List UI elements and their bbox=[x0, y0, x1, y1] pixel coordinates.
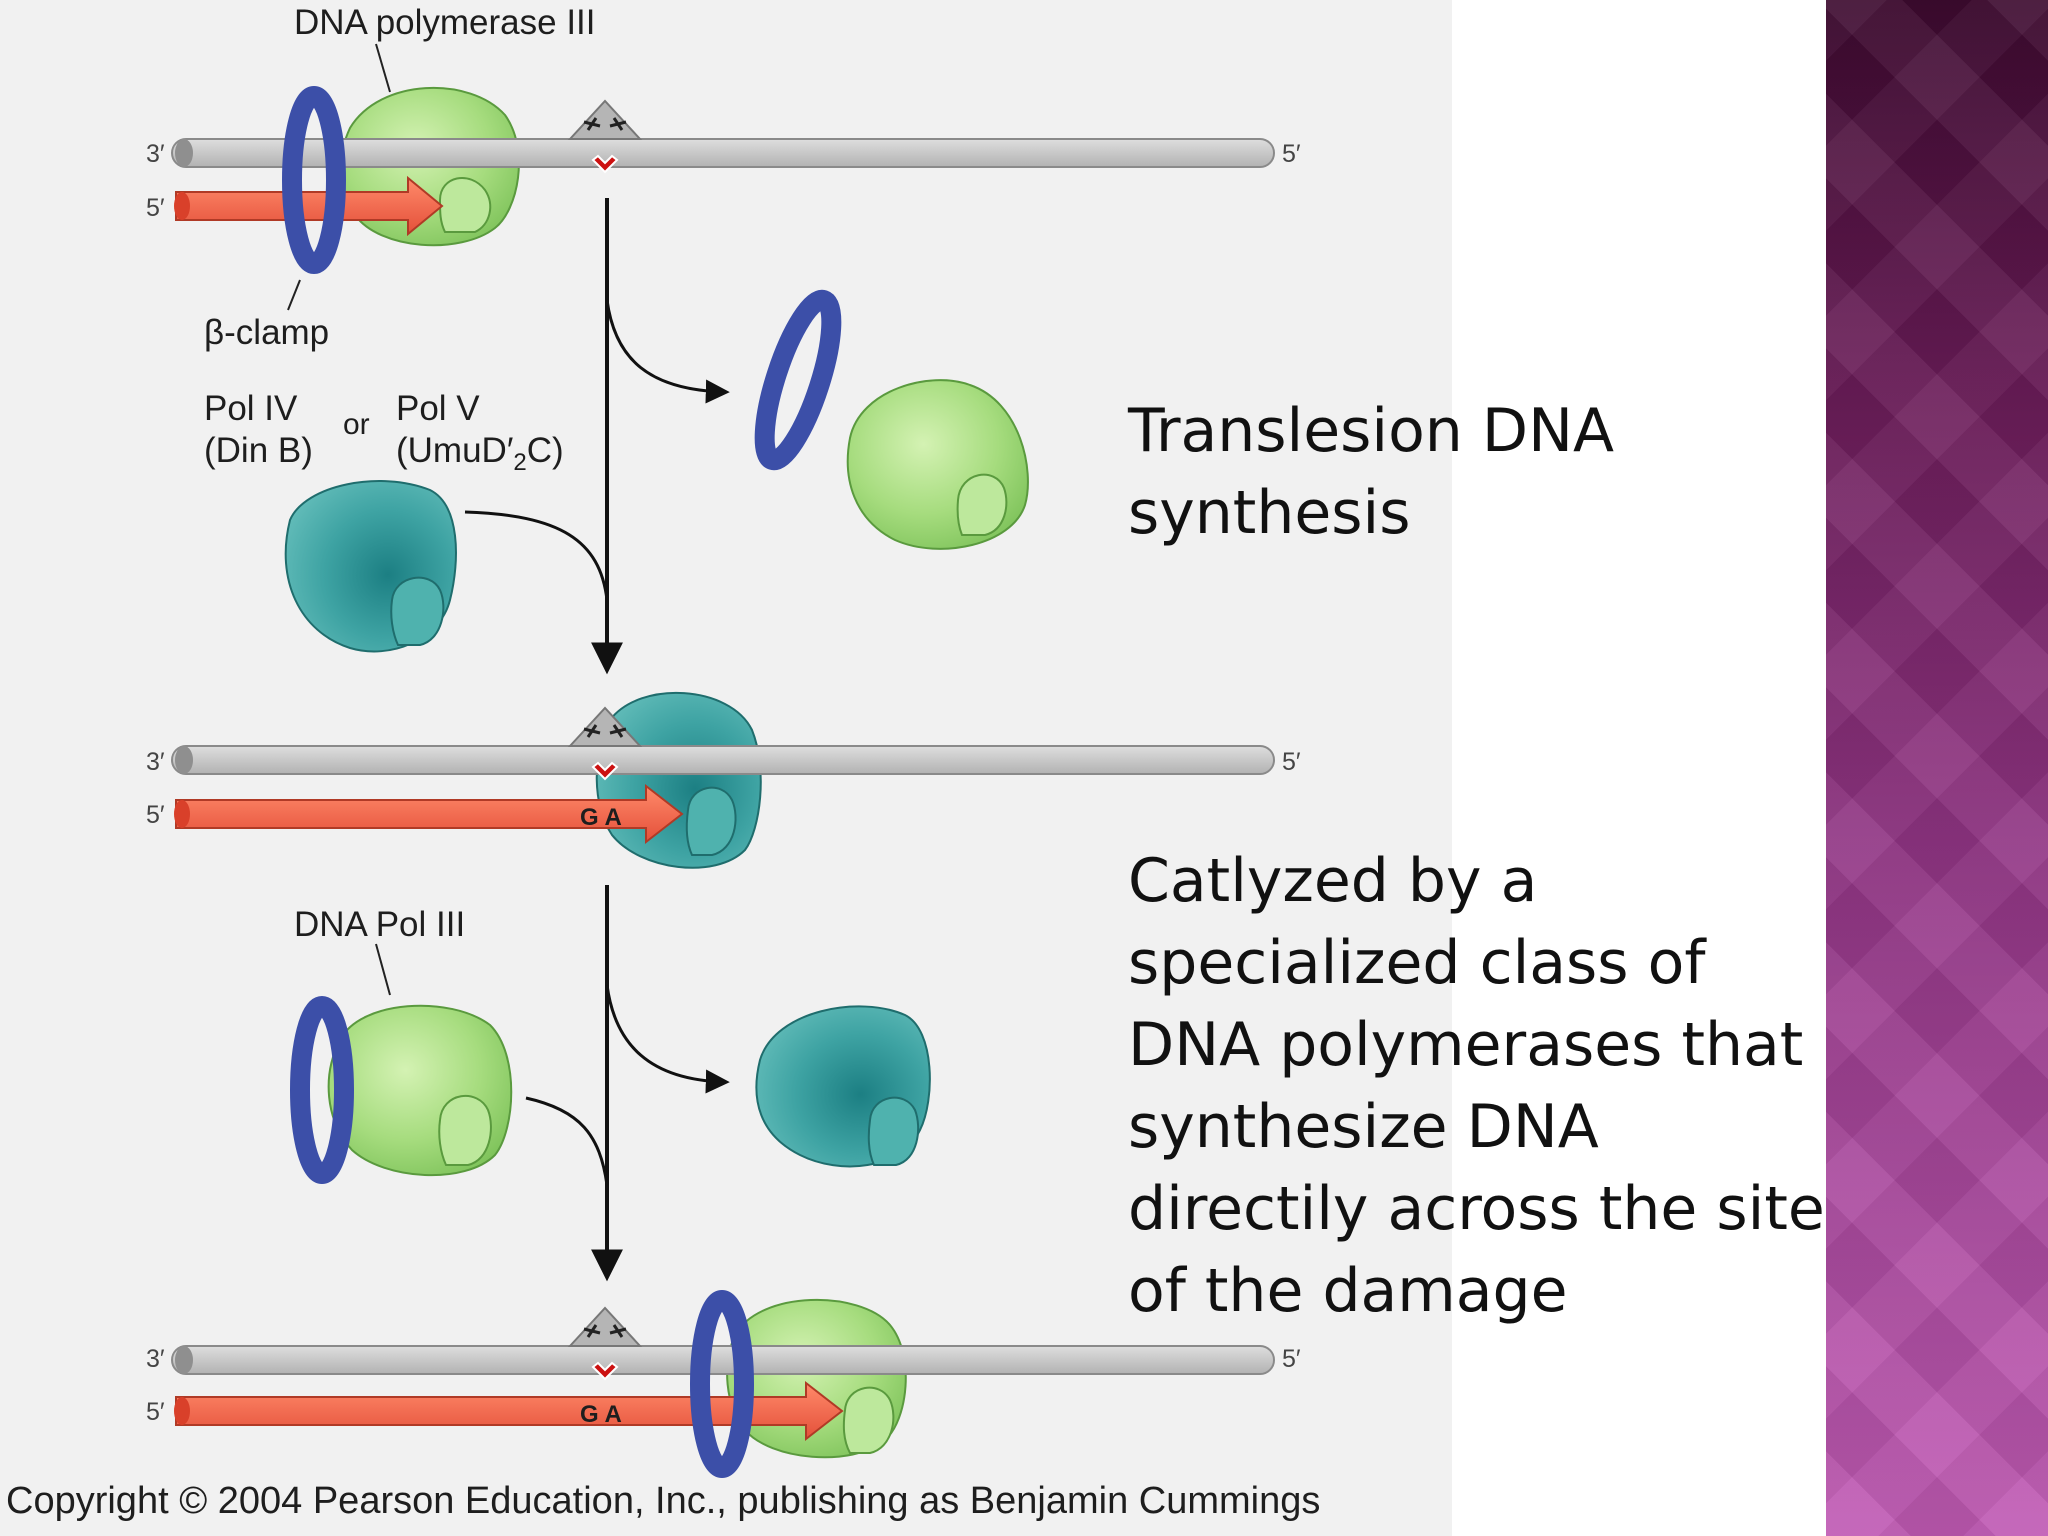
released-pol3-lobe bbox=[956, 473, 1008, 536]
five-prime-label: 5′ bbox=[146, 1398, 165, 1426]
lesion-mark bbox=[591, 154, 619, 174]
decorative-accent-bar bbox=[1826, 0, 2048, 1536]
three-prime-label: 3′ bbox=[146, 1345, 165, 1373]
copyright-notice: Copyright © 2004 Pearson Education, Inc.… bbox=[6, 1480, 1321, 1522]
transition-2: DNA Pol III bbox=[290, 885, 931, 1282]
recruit-arrow bbox=[525, 1096, 609, 1186]
row-resumed-pol3: 3′ 5′ 5′ G A bbox=[146, 1290, 1301, 1478]
released-translesion-polymerase-lobe bbox=[867, 1096, 920, 1166]
row-stalled-pol3: 3′ 5′ 5′ DNA polymerase III β-clamp bbox=[146, 3, 1301, 352]
five-prime-label: 5′ bbox=[146, 801, 165, 829]
five-prime-label: 5′ bbox=[1282, 1345, 1301, 1373]
released-beta-clamp bbox=[754, 289, 842, 471]
lesion-mark bbox=[591, 1361, 619, 1381]
new-strand bbox=[175, 175, 444, 237]
new-strand bbox=[175, 1380, 844, 1442]
beta-clamp bbox=[282, 86, 346, 274]
three-prime-label: 3′ bbox=[146, 140, 165, 168]
lesion-mark bbox=[591, 761, 619, 781]
dinb-label: (Din B) bbox=[204, 431, 313, 470]
template-strand bbox=[171, 745, 1275, 775]
five-prime-label: 5′ bbox=[1282, 748, 1301, 776]
pol3-short-leader bbox=[375, 943, 391, 996]
translesion-diagram: 3′ 5′ 5′ DNA polymerase III β-clamp Pol … bbox=[146, 3, 1301, 1478]
clamp-leader bbox=[287, 279, 301, 311]
three-prime-label: 3′ bbox=[146, 748, 165, 776]
pol3-lobe bbox=[842, 1386, 895, 1454]
inserted-bases: G A bbox=[580, 1401, 622, 1428]
thymine-dimer bbox=[583, 724, 627, 738]
umud-label: (UmuD′2C) bbox=[396, 431, 564, 476]
new-strand-end bbox=[174, 192, 190, 220]
lesion-bump bbox=[567, 99, 643, 140]
slide-heading: Translesion DNA synthesis bbox=[1128, 396, 1615, 548]
template-strand-end bbox=[175, 746, 193, 774]
template-strand-end bbox=[175, 1346, 193, 1374]
row-translesion: 3′ 5′ 5′ G A bbox=[146, 691, 1301, 869]
inserted-bases: G A bbox=[580, 804, 622, 831]
returning-beta-clamp bbox=[290, 996, 354, 1184]
translesion-polymerase-bound bbox=[595, 691, 762, 869]
beta-clamp bbox=[690, 1290, 754, 1478]
beta-clamp-label: β-clamp bbox=[204, 313, 329, 352]
pol3-leader bbox=[375, 43, 391, 93]
new-strand-end bbox=[174, 800, 190, 828]
pol3-lobe bbox=[438, 177, 492, 233]
slide-body-text: Catlyzed by a specialized class of DNA p… bbox=[1128, 846, 1825, 1326]
thymine-dimer bbox=[583, 117, 627, 131]
template-strand bbox=[171, 138, 1275, 168]
returning-pol3-lobe bbox=[438, 1094, 492, 1166]
lesion-bump bbox=[567, 1306, 643, 1347]
transition-1: Pol IV (Din B) or Pol V (UmuD′2C) bbox=[204, 198, 1029, 675]
release-arrow bbox=[605, 984, 730, 1094]
new-strand bbox=[175, 783, 684, 845]
pol5-label: Pol V bbox=[396, 389, 480, 428]
pol3-short-label: DNA Pol III bbox=[294, 905, 465, 944]
translesion-polymerase-bound-lobe bbox=[685, 786, 737, 856]
thymine-dimer bbox=[583, 1324, 627, 1338]
release-arrow bbox=[605, 299, 730, 404]
five-prime-label: 5′ bbox=[146, 194, 165, 222]
pol3-label: DNA polymerase III bbox=[294, 3, 596, 42]
template-strand-end bbox=[175, 139, 193, 167]
recruit-arrow bbox=[464, 510, 609, 601]
or-label: or bbox=[343, 408, 370, 441]
new-strand-end bbox=[174, 1397, 190, 1425]
pol4-label: Pol IV bbox=[204, 389, 298, 428]
five-prime-label: 5′ bbox=[1282, 140, 1301, 168]
template-strand bbox=[171, 1345, 1275, 1375]
translesion-polymerase-lobe bbox=[390, 576, 445, 646]
